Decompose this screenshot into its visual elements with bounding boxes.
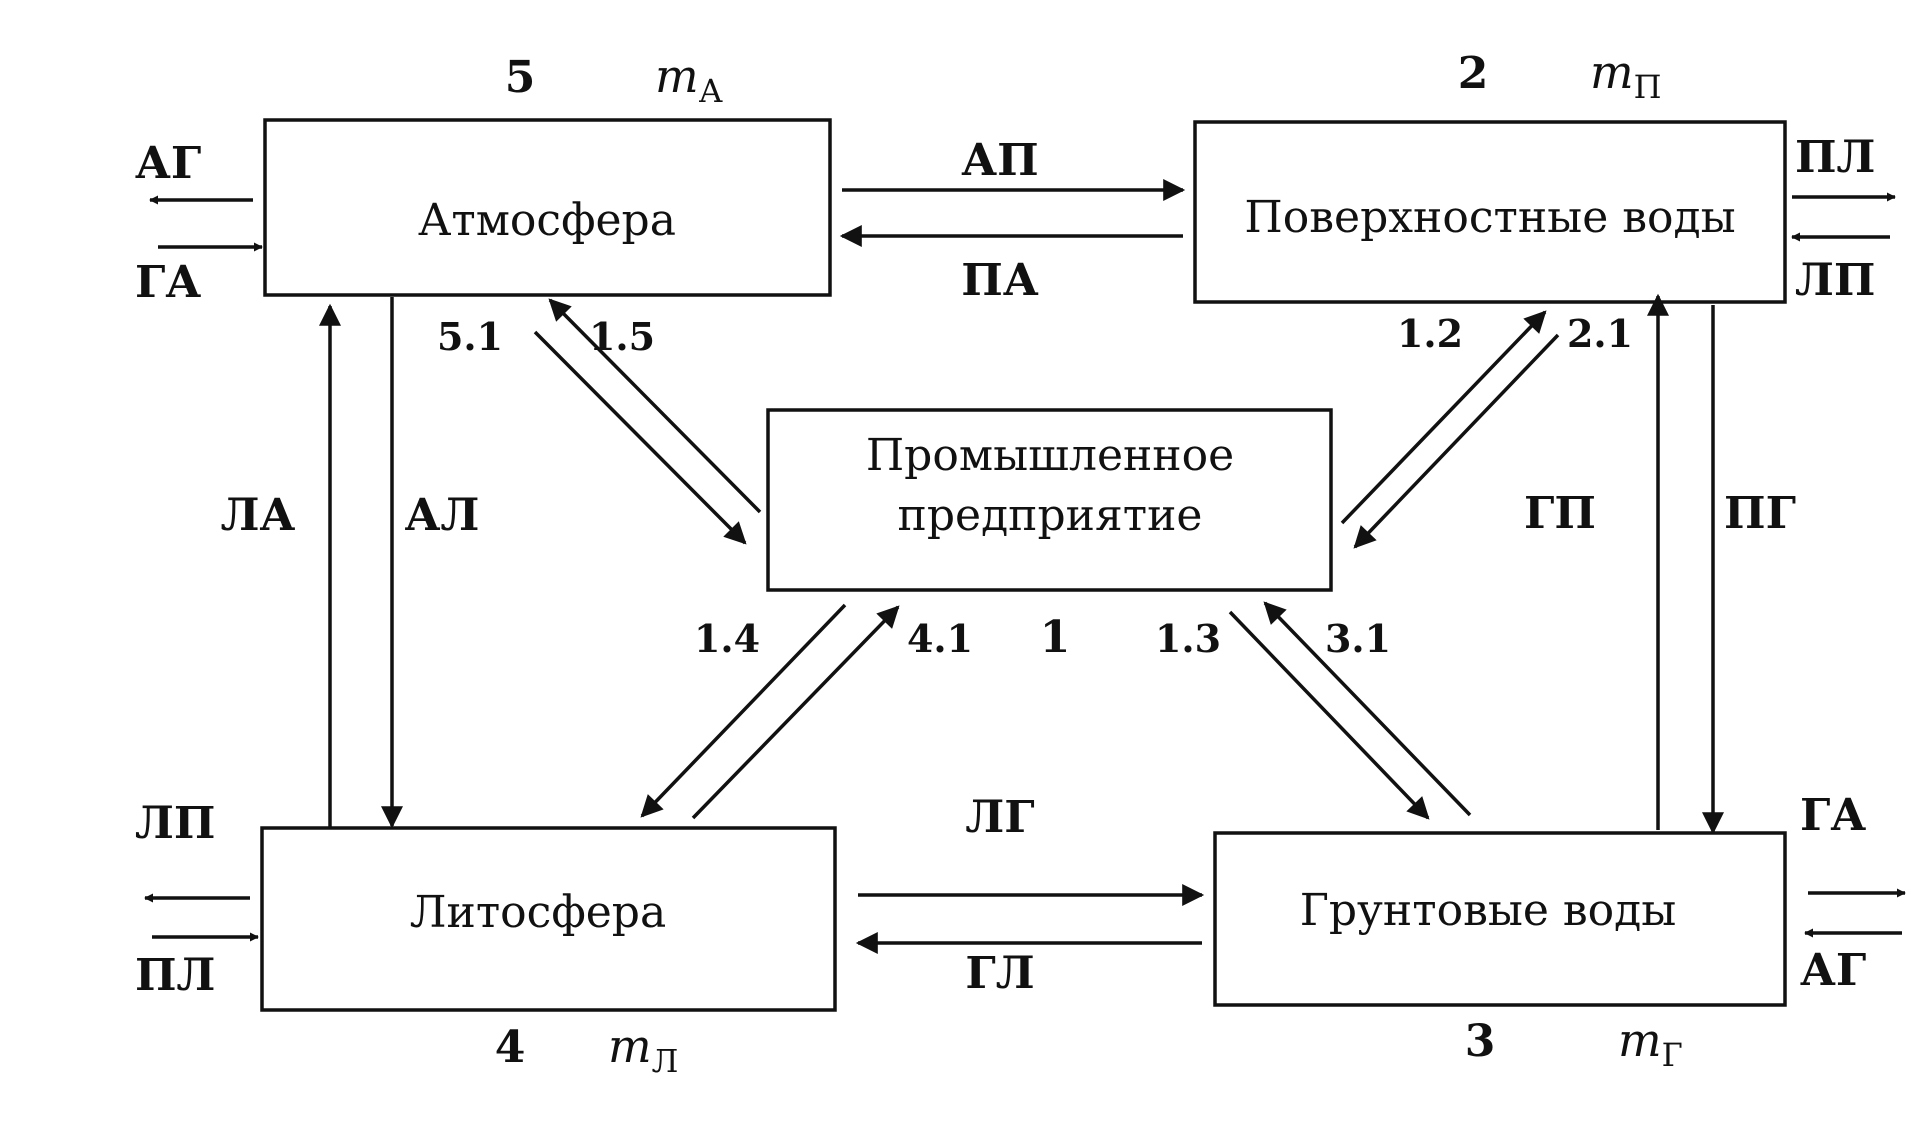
surface-water-mass: mП — [1590, 45, 1662, 106]
flow-label-la: ЛА — [221, 490, 296, 541]
plant-id: 1 — [1040, 612, 1071, 663]
link-label-f15: 1.5 — [589, 314, 655, 359]
flow-label-pg: ПГ — [1724, 488, 1796, 539]
flow-label-lg: ЛГ — [965, 792, 1034, 843]
groundwater-id: 3 — [1465, 1016, 1496, 1067]
surface-water-mass-var: m — [1590, 45, 1634, 99]
arrow-f41 — [691, 605, 900, 820]
arrow-f14 — [640, 603, 847, 818]
flow-label-lp-top: ЛП — [1795, 255, 1875, 306]
lithosphere-box — [260, 826, 837, 1012]
arrow-f13 — [1228, 610, 1430, 820]
atmosphere-box — [263, 118, 832, 297]
lithosphere-mass-sub: Л — [652, 1042, 679, 1080]
atmosphere-mass-sub: А — [699, 72, 723, 110]
arrow-f15 — [548, 298, 762, 514]
flow-label-gl: ГЛ — [965, 948, 1034, 999]
lithosphere-id: 4 — [495, 1022, 526, 1073]
flow-label-pl-bottom: ПЛ — [135, 950, 215, 1001]
arrow-f31 — [1263, 601, 1472, 817]
flow-label-pa: ПА — [961, 255, 1039, 306]
arrow-f12 — [1340, 310, 1547, 525]
groundwater-mass-var: m — [1618, 1013, 1662, 1067]
plant-label-line2: предприятие — [898, 490, 1203, 541]
flow-label-gp: ГП — [1524, 488, 1596, 539]
lithosphere-mass-var: m — [608, 1019, 652, 1073]
atmosphere-label: Атмосфера — [418, 195, 676, 246]
link-label-f31: 3.1 — [1325, 616, 1391, 661]
groundwater-label: Грунтовые воды — [1300, 885, 1677, 936]
surface-water-box — [1193, 120, 1787, 304]
link-label-f21: 2.1 — [1567, 311, 1633, 356]
arrow-f51 — [533, 330, 747, 545]
atmosphere-mass-var: m — [655, 49, 699, 103]
flow-label-pl-top: ПЛ — [1795, 132, 1875, 183]
groundwater-box — [1213, 831, 1787, 1007]
atmosphere-mass: mА — [655, 49, 723, 110]
flow-label-ag-bottom: АГ — [1800, 945, 1866, 996]
groundwater-mass: mГ — [1618, 1013, 1683, 1074]
groundwater-mass-sub: Г — [1662, 1036, 1683, 1074]
flow-label-ap: АП — [961, 135, 1038, 186]
flow-label-ga-bottom: ГА — [1800, 790, 1866, 841]
link-label-f14: 1.4 — [694, 616, 760, 661]
plant-label-line1: Промышленное — [866, 430, 1234, 481]
link-label-f41: 4.1 — [907, 616, 973, 661]
surface-water-label: Поверхностные воды — [1244, 192, 1735, 243]
industrial-plant-box — [766, 408, 1333, 592]
link-label-f51: 5.1 — [437, 314, 503, 359]
flow-label-al: АЛ — [405, 490, 480, 541]
link-label-f13: 1.3 — [1155, 616, 1221, 661]
lithosphere-mass: mЛ — [608, 1019, 678, 1080]
flow-label-lp-bottom: ЛП — [135, 798, 215, 849]
link-label-f12: 1.2 — [1397, 311, 1463, 356]
lithosphere-label: Литосфера — [410, 887, 666, 938]
atmosphere-id: 5 — [505, 52, 536, 103]
flow-label-ag-top: АГ — [135, 138, 201, 189]
surface-water-id: 2 — [1458, 48, 1489, 99]
surface-water-mass-sub: П — [1634, 68, 1662, 106]
arrow-f21 — [1353, 333, 1560, 549]
flow-label-ga-top: ГА — [135, 257, 201, 308]
